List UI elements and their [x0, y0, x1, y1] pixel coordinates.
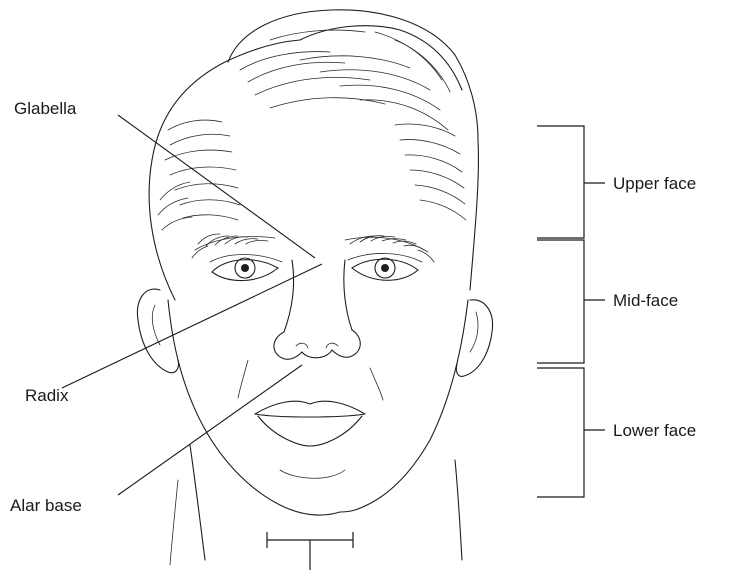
mid-face-label: Mid-face [613, 291, 678, 310]
nose [274, 260, 360, 359]
upper-face-bracket [537, 126, 605, 238]
leader-lines [62, 115, 322, 495]
chin [280, 470, 345, 478]
neck [170, 445, 462, 565]
mid-face-bracket [537, 240, 605, 363]
left-eye [210, 255, 282, 281]
lower-face-bracket [537, 368, 605, 497]
hair-strands [158, 30, 466, 230]
upper-face-label: Upper face [613, 174, 696, 193]
right-eye [348, 253, 422, 280]
radix-label: Radix [25, 386, 69, 405]
cheek-lines [238, 360, 383, 400]
chin-width-marker [267, 532, 353, 570]
alar-base-leader [118, 365, 302, 495]
left-eyebrow [192, 234, 275, 258]
glabella-leader [118, 115, 315, 258]
right-eyebrow [345, 236, 434, 262]
mouth [255, 401, 365, 446]
radix-leader [62, 264, 322, 388]
lower-face-label: Lower face [613, 421, 696, 440]
glabella-label: Glabella [14, 99, 77, 118]
alar-base-label: Alar base [10, 496, 82, 515]
head-outline [149, 10, 478, 515]
